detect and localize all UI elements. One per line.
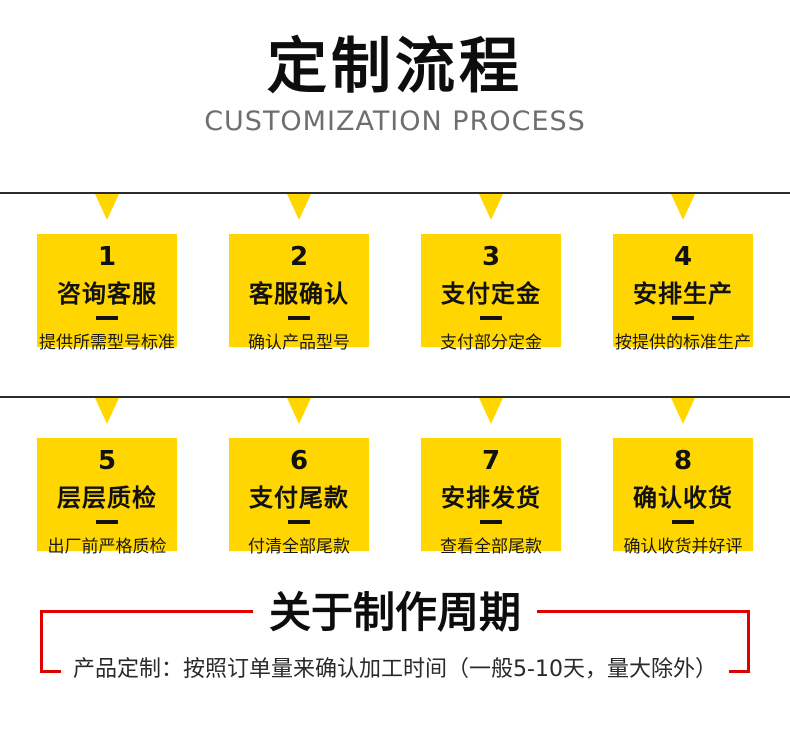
step-desc: 支付部分定金 (440, 332, 542, 353)
process-row-1: 1 咨询客服 提供所需型号标准 2 客服确认 确认产品型号 3 (0, 192, 790, 353)
step-number: 6 (289, 446, 309, 476)
down-arrow-icon (95, 398, 119, 424)
step-desc: 按提供的标准生产 (615, 332, 751, 353)
step-divider (96, 519, 118, 524)
down-arrow-icon (671, 398, 695, 424)
down-arrow-icon (95, 194, 119, 220)
step-title: 咨询客服 (57, 279, 157, 308)
step-divider (480, 519, 502, 524)
step-number: 5 (97, 446, 117, 476)
step-desc: 查看全部尾款 (440, 536, 542, 557)
step-column: 8 确认收货 确认收货并好评 (613, 398, 753, 557)
step-desc: 确认收货并好评 (623, 536, 743, 557)
step-divider (480, 315, 502, 320)
step-card: 3 支付定金 支付部分定金 (421, 234, 561, 353)
step-desc: 出厂前严格质检 (47, 536, 167, 557)
process-row-2: 5 层层质检 出厂前严格质检 6 支付尾款 付清全部尾款 7 (0, 396, 790, 557)
production-period-box: 关于制作周期 产品定制：按照订单量来确认加工时间（一般5-10天，量大除外） (40, 589, 750, 684)
step-card: 1 咨询客服 提供所需型号标准 (37, 234, 177, 353)
step-divider (288, 315, 310, 320)
step-number: 2 (289, 242, 309, 272)
step-title: 客服确认 (249, 279, 349, 308)
step-title: 安排发货 (441, 483, 541, 512)
step-card: 6 支付尾款 付清全部尾款 (229, 438, 369, 557)
step-divider (96, 315, 118, 320)
step-title: 层层质检 (57, 483, 157, 512)
production-period-title: 关于制作周期 (252, 589, 538, 637)
step-column: 3 支付定金 支付部分定金 (421, 194, 561, 353)
step-desc: 付清全部尾款 (248, 536, 350, 557)
step-title: 支付定金 (441, 279, 541, 308)
step-number: 7 (481, 446, 501, 476)
step-title: 支付尾款 (249, 483, 349, 512)
step-title: 安排生产 (633, 279, 733, 308)
step-title: 确认收货 (633, 483, 733, 512)
down-arrow-icon (287, 194, 311, 220)
down-arrow-icon (479, 398, 503, 424)
step-card: 4 安排生产 按提供的标准生产 (613, 234, 753, 353)
step-number: 4 (673, 242, 693, 272)
step-number: 8 (673, 446, 693, 476)
step-card: 2 客服确认 确认产品型号 (229, 234, 369, 353)
step-desc: 提供所需型号标准 (39, 332, 175, 353)
step-column: 2 客服确认 确认产品型号 (229, 194, 369, 353)
step-divider (672, 519, 694, 524)
step-number: 3 (481, 242, 501, 272)
divider-rule (0, 192, 790, 194)
step-column: 6 支付尾款 付清全部尾款 (229, 398, 369, 557)
step-card: 5 层层质检 出厂前严格质检 (37, 438, 177, 557)
step-column: 1 咨询客服 提供所需型号标准 (37, 194, 177, 353)
step-column: 4 安排生产 按提供的标准生产 (613, 194, 753, 353)
page-title: 定制流程 (267, 32, 523, 102)
header: 定制流程 CUSTOMIZATION PROCESS (0, 0, 790, 138)
step-desc: 确认产品型号 (248, 332, 350, 353)
step-column: 7 安排发货 查看全部尾款 (421, 398, 561, 557)
down-arrow-icon (287, 398, 311, 424)
step-card: 8 确认收货 确认收货并好评 (613, 438, 753, 557)
step-number: 1 (97, 242, 117, 272)
down-arrow-icon (671, 194, 695, 220)
divider-rule (0, 396, 790, 398)
down-arrow-icon (479, 194, 503, 220)
step-card: 7 安排发货 查看全部尾款 (421, 438, 561, 557)
step-divider (672, 315, 694, 320)
step-divider (288, 519, 310, 524)
step-column: 5 层层质检 出厂前严格质检 (37, 398, 177, 557)
page-subtitle: CUSTOMIZATION PROCESS (204, 106, 586, 137)
production-period-note: 产品定制：按照订单量来确认加工时间（一般5-10天，量大除外） (61, 656, 729, 684)
